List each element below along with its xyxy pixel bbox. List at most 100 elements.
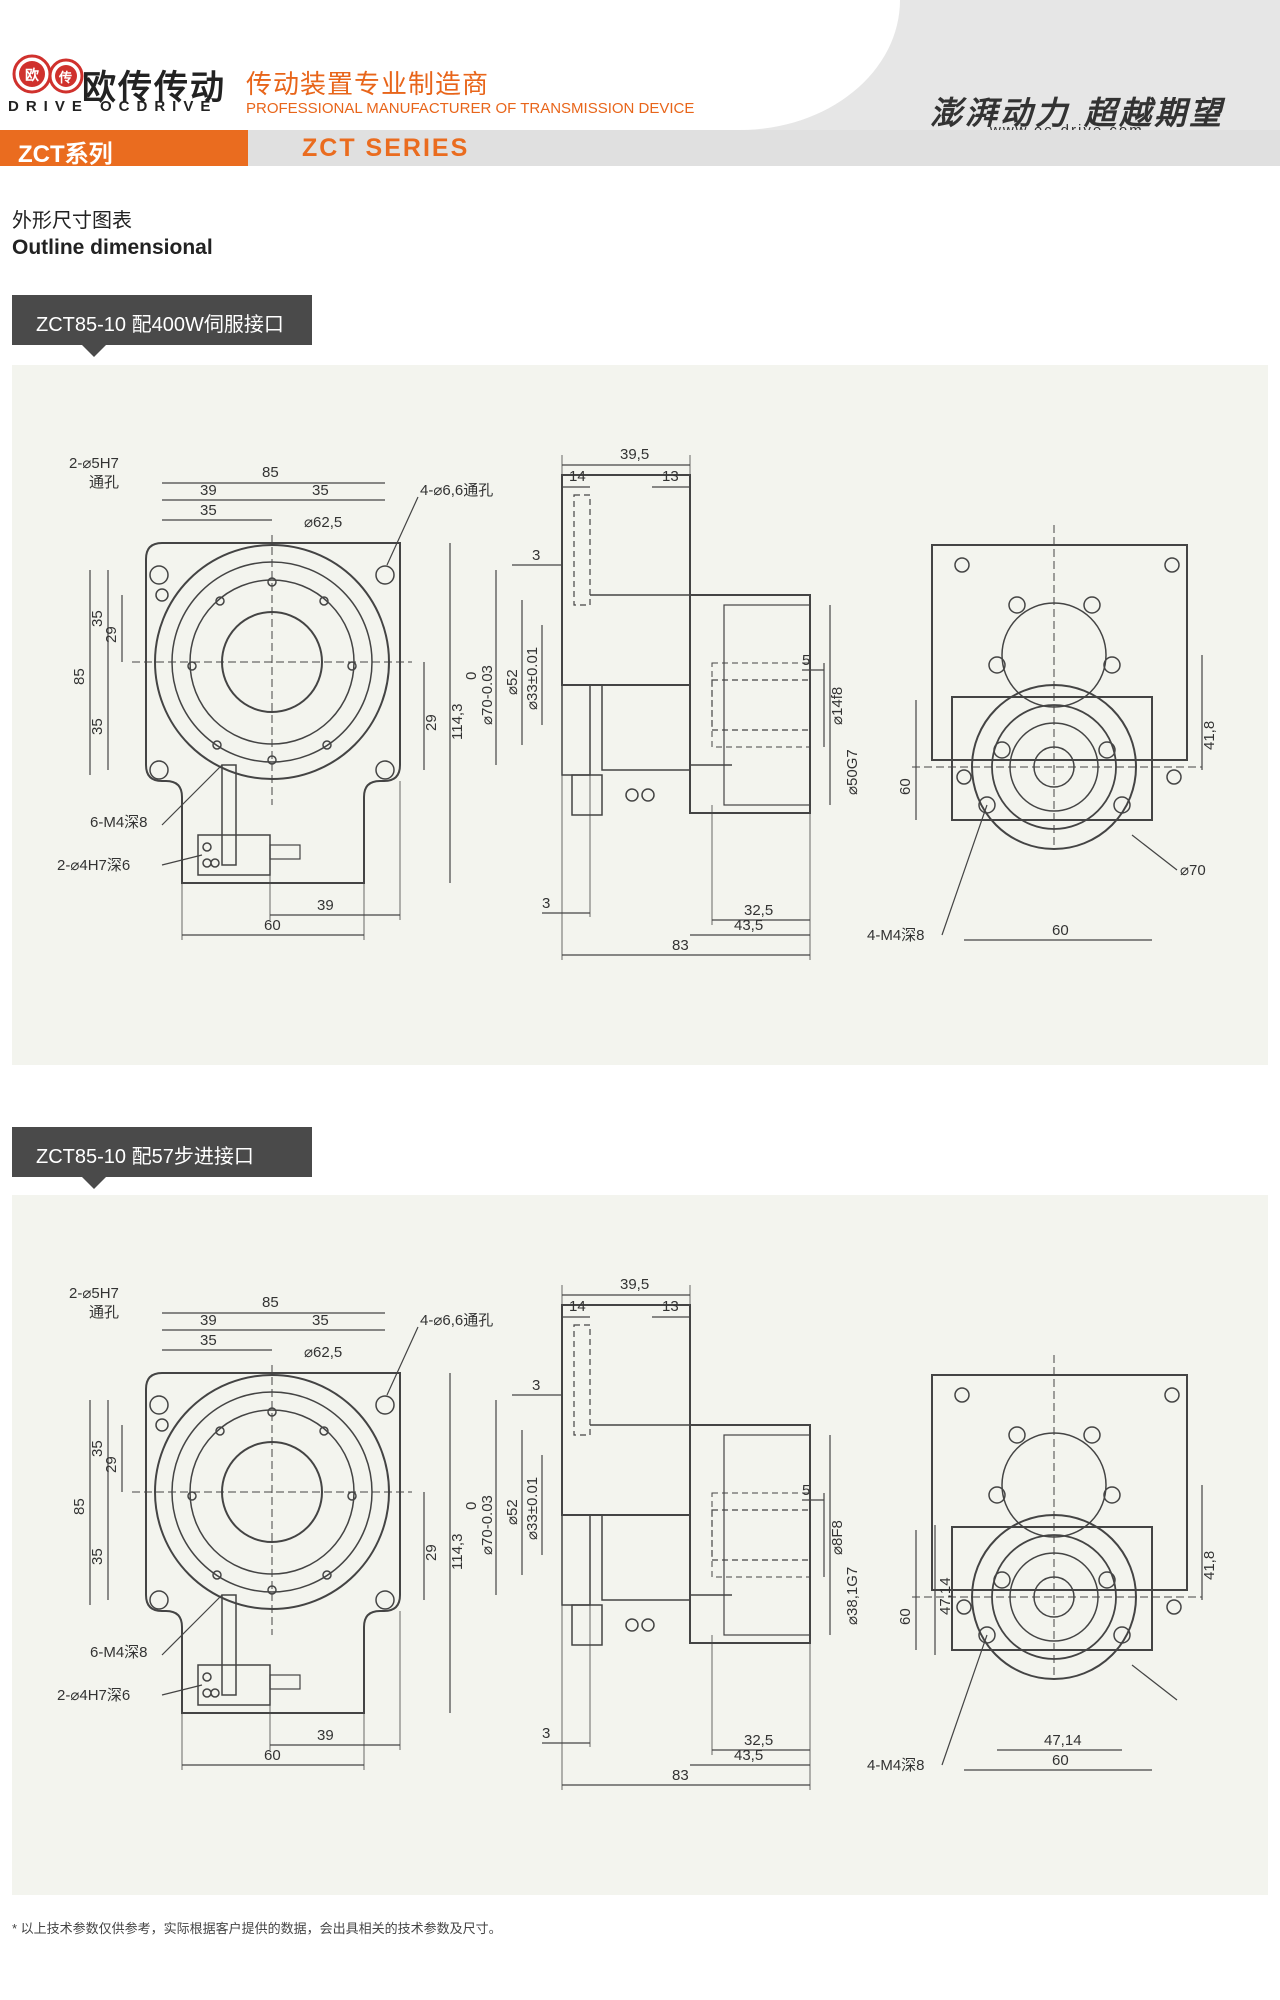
- drawing-line: [161, 1594, 223, 1656]
- drawing-circle: [210, 858, 220, 868]
- front-view-outline: [145, 1372, 401, 1714]
- drawing-rect: [221, 764, 237, 866]
- side-d3bot-dim: 3: [542, 1725, 550, 1742]
- drawing-circle: [375, 1590, 395, 1610]
- front-h85-dim: 85: [71, 668, 88, 685]
- brand-name-en: DRIVE OCDRIVE: [8, 98, 218, 115]
- drawing-rect: [711, 662, 811, 748]
- side-l32-dim: 32,5: [744, 1732, 773, 1749]
- section-title-en: Outline dimensional: [12, 236, 213, 259]
- front-h29-dim: 29: [103, 1456, 120, 1473]
- front-r29-dim: 29: [423, 714, 440, 731]
- rear-flange: [951, 696, 1153, 821]
- drawing-circle: [1164, 557, 1180, 573]
- rear-h41-dim: 41,8: [1201, 721, 1218, 750]
- front-b39-dim: 39: [317, 897, 334, 914]
- rear-w60-dim: 60: [1052, 922, 1069, 939]
- rear-flange: [951, 1526, 1153, 1651]
- drawing-circle: [1103, 1486, 1121, 1504]
- front-width-dim: 85: [262, 464, 279, 481]
- side-l83-dim: 83: [672, 1767, 689, 1784]
- front-h35a-dim: 35: [89, 610, 106, 627]
- front-h35b-dim: 35: [89, 718, 106, 735]
- drawing-circle: [641, 1618, 655, 1632]
- front-h85-dim: 85: [71, 1498, 88, 1515]
- drawing-rect: [711, 1509, 811, 1561]
- brand-logo: 欧 传: [12, 54, 84, 94]
- drawing-rect: [723, 604, 811, 806]
- side-w13-dim: 13: [662, 1298, 679, 1315]
- logo-mark-2: 传: [58, 70, 72, 85]
- front-hole-note: 2-⌀5H7: [69, 455, 119, 472]
- front-r114-dim: 114,3: [449, 704, 466, 740]
- drawing-circle: [1166, 769, 1182, 785]
- drawing-circle: [1113, 796, 1131, 814]
- series-title-en: ZCT SERIES: [302, 134, 470, 162]
- drawing-circle: [988, 1486, 1006, 1504]
- drawing-rect: [561, 1514, 591, 1606]
- drawing-circle: [187, 1491, 197, 1501]
- drawing-line: [386, 496, 419, 566]
- drawing-circle: [641, 788, 655, 802]
- front-d35a-dim: 35: [312, 482, 329, 499]
- drawing-rect: [269, 1674, 301, 1690]
- drawing-circle: [1103, 656, 1121, 674]
- rear-thread-note: 4-M4深8: [867, 927, 925, 944]
- front-hole-note2: 通孔: [89, 1304, 119, 1321]
- drawing-circle: [1166, 1599, 1182, 1615]
- drawing-circle: [1008, 1426, 1026, 1444]
- drawing-line: [386, 1326, 419, 1396]
- drawing-rect: [711, 679, 811, 731]
- side-l83-dim: 83: [672, 937, 689, 954]
- front-mount-note: 4-⌀6,6通孔: [420, 482, 493, 499]
- drawing-rect: [197, 1664, 271, 1706]
- side-od0-dim: 0: [463, 672, 480, 680]
- drawing-rect: [601, 1514, 691, 1601]
- drawing-line: [941, 804, 988, 936]
- drawing-rect: [573, 494, 591, 606]
- drawing-rect: [689, 1424, 811, 1644]
- footnote: * 以上技术参数仅供参考，实际根据客户提供的数据，会出具相关的技术参数及尺寸。: [12, 1921, 502, 1936]
- drawing-rect: [561, 1304, 691, 1516]
- front-b60-dim: 60: [264, 917, 281, 934]
- drawing-rect: [711, 1492, 811, 1578]
- front-mount-note: 4-⌀6,6通孔: [420, 1312, 493, 1329]
- drawing-circle: [322, 1570, 332, 1580]
- tagline-en: PROFESSIONAL MANUFACTURER OF TRANSMISSIO…: [246, 100, 695, 117]
- front-d39-dim: 39: [200, 482, 217, 499]
- drawing-circle: [155, 1418, 169, 1432]
- side-d33-dim: ⌀33±0.01: [524, 647, 541, 710]
- drawing-circle: [155, 588, 169, 602]
- front-hole-note2: 通孔: [89, 474, 119, 491]
- front-hole-note: 2-⌀5H7: [69, 1285, 119, 1302]
- drawing-circle: [978, 1626, 996, 1644]
- drawing-circle: [956, 769, 972, 785]
- logo-mark-1: 欧: [25, 67, 39, 83]
- rear-h60-dim: 60: [897, 778, 914, 795]
- side-d33-dim: ⌀33±0.01: [524, 1477, 541, 1540]
- side-l32-dim: 32,5: [744, 902, 773, 919]
- rear-w60-dim: 60: [1052, 1752, 1069, 1769]
- front-thread-note: 6-M4深8: [90, 814, 148, 831]
- drawing-rect: [689, 594, 811, 814]
- side-shaft-dim: ⌀14f8: [829, 687, 846, 725]
- drawing-circle: [988, 656, 1006, 674]
- brand-name: 欧传传动: [82, 69, 226, 107]
- drawing-circle: [1164, 1387, 1180, 1403]
- drawing-line: [161, 854, 203, 866]
- side-w39-dim: 39,5: [620, 446, 649, 463]
- front-h35b-dim: 35: [89, 1548, 106, 1565]
- drawing-circle: [993, 1571, 1011, 1589]
- drawing-circle: [1008, 596, 1026, 614]
- front-d39-dim: 39: [200, 1312, 217, 1329]
- front-view-outline: [145, 542, 401, 884]
- drawing-rect: [561, 474, 691, 686]
- rear-h47-dim: 47,14: [937, 1577, 954, 1615]
- front-b60-dim: 60: [264, 1747, 281, 1764]
- drawing-line: [161, 764, 223, 826]
- drawing-circle: [375, 760, 395, 780]
- drawing-line: [941, 1634, 988, 1766]
- side-w39-dim: 39,5: [620, 1276, 649, 1293]
- drawing-circle: [210, 1688, 220, 1698]
